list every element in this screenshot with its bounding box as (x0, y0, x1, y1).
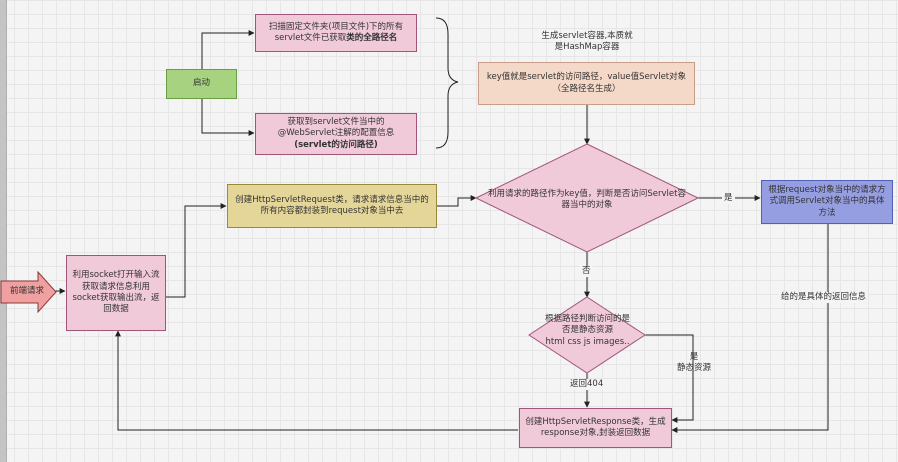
edge-socket-request (166, 203, 227, 298)
create-response-text: 创建HttpServletResponse类，生成response对象,封装返回… (525, 416, 666, 438)
kv-node[interactable]: key值就是servlet的访问路径，value值Servlet对象（全路径名生… (478, 62, 695, 105)
decision-static-line3: html css js images.. (545, 336, 630, 347)
decision-static-line2: 否是静态资源 (561, 325, 613, 336)
decision-static-text[interactable]: 根据路径判断访问的是 否是静态资源 html css js images.. (530, 314, 645, 348)
canvas-left-gutter (0, 0, 7, 462)
create-response-node[interactable]: 创建HttpServletResponse类，生成response对象,封装返回… (519, 408, 672, 448)
kv-text: key值就是servlet的访问路径，value值Servlet对象（全路径名生… (486, 72, 687, 94)
edge-label-static-yes-line2: 静态资源 (676, 363, 711, 374)
edge-label-static-yes: 是 静态资源 (670, 352, 718, 375)
decision-static-line1: 根据路径判断访问的是 (544, 314, 630, 324)
edge-label-yes: 是 (722, 193, 735, 205)
entry-arrow (0, 271, 57, 313)
annot-bold: (servlet的访问路径) (294, 139, 378, 150)
startup-node[interactable]: 启动 (166, 69, 237, 99)
curly-brace (435, 17, 459, 149)
edge-static-yes-response (645, 334, 694, 423)
create-request-text: 创建HttpServletRequest类，请求请求信息当中的所有内容都封装到r… (235, 194, 429, 216)
scan-node[interactable]: 扫描固定文件夹(项目文件)下的所有servlet文件已获取类的全路径名 (255, 14, 417, 52)
edge-response-socket (115, 330, 518, 431)
create-request-node[interactable]: 创建HttpServletRequest类，请求请求信息当中的所有内容都封装到r… (227, 184, 437, 228)
container-note-line1: 生成servlet容器,本质就 (541, 31, 633, 41)
invoke-node[interactable]: 根据request对象当中的请求方式调用Servlet对象当中的具体方法 (761, 180, 893, 224)
container-note: 生成servlet容器,本质就 是HashMap容器 (527, 31, 647, 54)
annotation-node[interactable]: 获取到servlet文件当中的 @WebServlet注解的配置信息 (serv… (255, 113, 417, 155)
edge-label-no: 否 (580, 266, 593, 278)
startup-text: 启动 (192, 78, 210, 89)
socket-node[interactable]: 利用socket打开输入流获取请求信息利用socket获取输出流，返回数据 (66, 255, 166, 331)
socket-text: 利用socket打开输入流获取请求信息利用socket获取输出流，返回数据 (72, 270, 160, 315)
scan-text: 扫描固定文件夹(项目文件)下的所有servlet文件已获取 (268, 21, 404, 43)
edge-startup-scan (201, 30, 255, 83)
edge-label-404: 返回404 (568, 379, 606, 391)
decision-servlet-text[interactable]: 利用请求的路径作为key值，判断是否访问Servlet容器当中的对象 (488, 189, 686, 211)
edge-invoke-response (671, 224, 829, 433)
scan-text-bold: 类的全路径名 (346, 33, 398, 43)
annot-line2: @WebServlet注解的配置信息 (277, 128, 395, 139)
decision-servlet-shape (474, 143, 700, 253)
entry-label: 前端请求 (9, 286, 44, 296)
edge-label-static-yes-line1: 是 (689, 352, 699, 362)
container-note-line2: 是HashMap容器 (554, 42, 620, 53)
edge-request-decision (437, 195, 477, 207)
annot-line1: 获取到servlet文件当中的 (287, 116, 385, 127)
decision-static-shape (528, 296, 646, 374)
invoke-text: 根据request对象当中的请求方式调用Servlet对象当中的具体方法 (768, 184, 886, 218)
edge-label-specific-return: 给的是具体的返回信息 (779, 292, 869, 304)
edge-startup-annot (201, 83, 255, 136)
